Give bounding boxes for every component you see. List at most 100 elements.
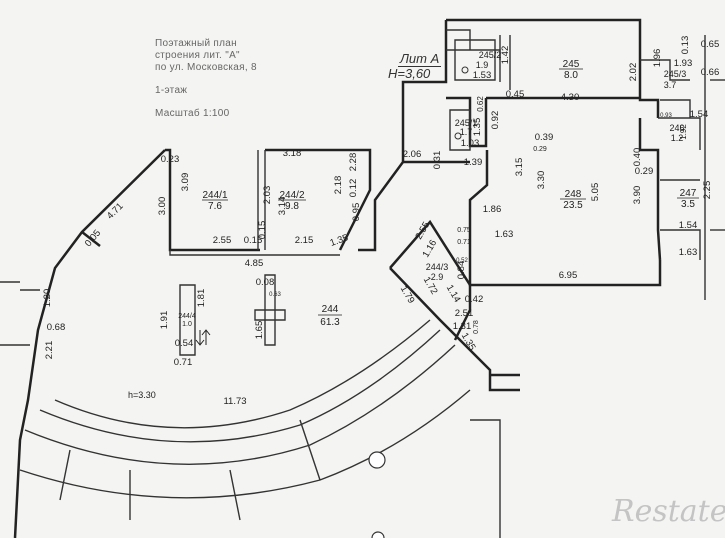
dim-0-31: 0.31 [432, 151, 443, 170]
dim-0-12: 0.12 [348, 179, 359, 198]
dim-0-84: 0.84 [456, 261, 467, 280]
dim-3-00: 3.00 [157, 197, 168, 216]
watermark-logo: Restate [612, 494, 725, 529]
fixture-icon [461, 66, 469, 74]
fixture-icon-2 [454, 132, 462, 140]
dim-2-25: 2.25 [702, 181, 713, 200]
dim-1-79: 1.79 [398, 284, 417, 306]
room-244-1-area: 7.6 [208, 201, 222, 212]
dim-2-03: 2.03 [262, 186, 273, 205]
dim-0-05: 0.05 [83, 228, 103, 249]
dim-2-21: 2.21 [44, 341, 55, 360]
dim-4-85: 4.85 [245, 258, 264, 269]
room-245-2-area: 1.9 [476, 60, 489, 70]
dim-1-91: 1.91 [159, 311, 170, 330]
dim-1-53: 1.53 [473, 70, 492, 81]
dim-1-03: 1.03 [461, 138, 480, 149]
dim-2-02: 2.02 [628, 63, 639, 82]
dim-0-66: 0.66 [701, 67, 720, 78]
room-246-area: 1.2 [671, 133, 684, 143]
room-245-2-id: 245/2 [479, 50, 502, 60]
room-245-id: 245 [563, 59, 580, 70]
lit-name: Лит А [398, 51, 442, 67]
lit-height: H=3,60 [388, 66, 431, 81]
dim-1-63b: 1.63 [495, 229, 514, 240]
room-244-2-id: 244/2 [279, 190, 304, 201]
dim-0-92: 0.92 [490, 111, 501, 130]
dim-4-30: 4.30 [561, 92, 580, 103]
dim-0-29b: 0.29 [635, 166, 654, 177]
dim-3-90: 3.90 [632, 186, 643, 205]
dim-1-81: 1.81 [196, 289, 207, 308]
room-244-4-area: 1.0 [182, 321, 192, 328]
dim-0-75: 0.75 [457, 227, 471, 234]
room-244-id: 244 [322, 304, 339, 315]
room-245-3-id: 245/3 [664, 69, 687, 79]
dim-0-39: 0.39 [535, 132, 554, 143]
room-247-id: 247 [680, 188, 697, 199]
dim-1-35a: 1.35 [329, 232, 350, 249]
dim-0-45: 0.45 [506, 89, 525, 100]
dim-6-95: 6.95 [559, 270, 578, 281]
dim-3-18: 3.18 [283, 148, 302, 159]
dim-0-65: 0.65 [701, 39, 720, 50]
outer-walls [13, 18, 662, 538]
dim-1-35b: 1.35 [472, 118, 483, 137]
room-247-area: 3.5 [681, 199, 695, 210]
arrow-icon-2 [201, 329, 211, 345]
dim-0-68: 0.68 [47, 322, 66, 333]
dim-3-14: 3.14 [277, 197, 288, 216]
dim-11-73: 11.73 [223, 396, 246, 407]
room-248-id: 248 [565, 189, 582, 200]
dim-1-20: 1.20 [42, 289, 53, 308]
dim-0-15a: 0.15 [244, 235, 263, 246]
dim-1-14: 1.14 [444, 283, 463, 305]
room-246-id: 246 [669, 123, 684, 133]
dim-0-62: 0.62 [476, 96, 485, 112]
dim-5-05: 5.05 [590, 183, 601, 202]
room-244-3-id: 244/3 [426, 262, 449, 272]
dim-0-63: 0.63 [269, 292, 281, 298]
dim-0-29a: 0.29 [533, 146, 547, 153]
dim-0-15b: 0.15 [257, 221, 268, 240]
room-244-4-id: 244/4 [178, 313, 196, 320]
dim-1-65: 1.65 [254, 321, 265, 340]
dim-1-42: 1.42 [500, 46, 511, 65]
dim-2-18: 2.18 [333, 176, 344, 195]
dim-3-30: 3.30 [536, 171, 547, 190]
dim-1-96: 1.96 [652, 49, 663, 68]
column-circle [368, 451, 386, 469]
room-245-1-id: 245/1 [455, 118, 478, 128]
room-244-2-area: 9.8 [285, 201, 299, 212]
inner-walls [0, 29, 725, 356]
dim-0-93: 0.93 [660, 113, 672, 119]
room-245-3-area: 3.7 [664, 80, 677, 90]
dim-0-71b: 0.71 [457, 239, 471, 246]
dim-0-78: 0.78 [473, 320, 480, 334]
dim-0-54: 0.54 [175, 338, 194, 349]
dim-0-23: 0.23 [161, 154, 180, 165]
curved-facade [19, 319, 501, 538]
plan-title-line-2: строения лит. "А" [155, 50, 240, 61]
dim-1-39: 1.39 [464, 157, 483, 168]
dim-1-54b: 1.54 [679, 220, 698, 231]
dim-3-09: 3.09 [180, 173, 191, 192]
scale-label: Масштаб 1:100 [155, 108, 230, 119]
plan-title-line-1: Поэтажный план [155, 38, 237, 49]
dim-0-13: 0.13 [680, 36, 691, 55]
dim-0-40: 0.40 [632, 148, 643, 167]
dim-0-52: 0.52 [456, 258, 468, 264]
dim-1-93: 1.93 [674, 58, 693, 69]
height-note: h=3.30 [128, 390, 156, 400]
dim-1-31: 1.31 [453, 321, 472, 332]
dim-0-42: 0.42 [465, 294, 484, 305]
floor-label: 1-этаж [155, 85, 188, 96]
dim-0-71: 0.71 [174, 357, 193, 368]
dim-2-51: 2.51 [455, 308, 474, 319]
plan-title-line-3: по ул. Московская, 8 [155, 62, 257, 73]
arrow-icon [195, 330, 205, 346]
room-244-1-id: 244/1 [202, 190, 227, 201]
room-244-3-area: 2.9 [431, 272, 444, 282]
dim-2-06: 2.06 [403, 149, 422, 160]
dim-1-63a: 1.63 [679, 247, 698, 258]
